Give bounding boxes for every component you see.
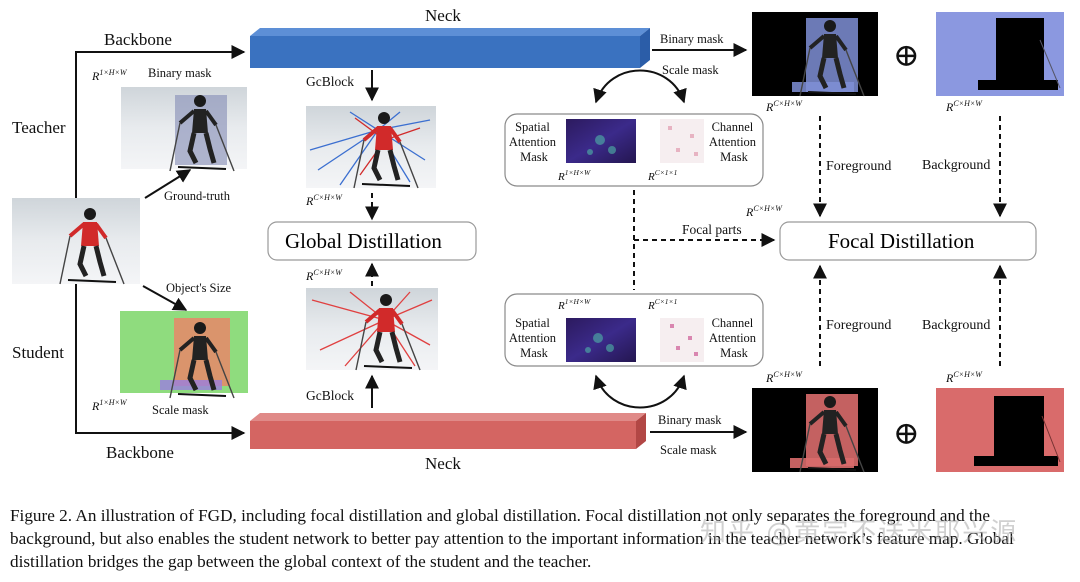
ground-truth-arrow [144, 169, 192, 199]
objects-size-arrow [142, 285, 188, 311]
teacher-attention-box [504, 113, 764, 187]
teacher-out-scale-label: Scale mask [662, 63, 719, 77]
student-channel-line-1: Channel [712, 316, 754, 330]
teacher-neck-label: Neck [425, 6, 461, 25]
teacher-foreground-label: Foreground [826, 159, 891, 174]
student-neck-block [250, 413, 646, 449]
teacher-binary-mask-image [121, 87, 247, 171]
student-attention-box [504, 293, 764, 367]
student-mask-dim: R1×H×W [91, 398, 128, 413]
student-out-binary-label: Binary mask [658, 413, 722, 427]
student-bg-dim: RC×H×W [945, 370, 983, 385]
figure-caption: Figure 2. An illustration of FGD, includ… [10, 506, 1014, 571]
teacher-spatial-line-3: Mask [520, 150, 549, 164]
student-background-label: Background [922, 318, 990, 333]
teacher-backbone-label: Backbone [104, 30, 172, 49]
global-distillation-title: Global Distillation [285, 229, 442, 253]
student-channel-line-3: Mask [720, 346, 749, 360]
student-spatial-attention-label: Spatial Attention Mask [509, 316, 559, 360]
student-channel-line-2: Attention [709, 331, 757, 345]
student-spatial-line-3: Mask [520, 346, 549, 360]
student-spatial-line-1: Spatial [515, 316, 550, 330]
teacher-bg-dim: RC×H×W [945, 99, 983, 114]
teacher-background-label: Background [922, 158, 990, 173]
objects-size-label: Object's Size [166, 281, 232, 295]
student-foreground-mask [752, 388, 878, 472]
student-fg-dim: RC×H×W [765, 370, 803, 385]
teacher-gcblock-label: GcBlock [306, 74, 354, 89]
teacher-label: Teacher [12, 118, 66, 137]
student-gcblock-image [306, 288, 438, 370]
student-foreground-label: Foreground [826, 318, 891, 333]
teacher-channel-attention-label: Channel Attention Mask [709, 120, 759, 164]
student-channel-dim: RC×1×1 [647, 297, 677, 312]
student-neck-label: Neck [425, 454, 461, 473]
input-image [12, 198, 140, 284]
student-backbone-arrow [75, 284, 246, 440]
student-background-mask [936, 388, 1064, 472]
student-out-scale-label: Scale mask [660, 443, 717, 457]
ground-truth-label: Ground-truth [164, 189, 231, 203]
fgd-diagram: Neck Neck Backbone Backbone Teacher Stud… [12, 6, 1064, 500]
teacher-channel-line-3: Mask [720, 150, 749, 164]
teacher-spatial-attention-label: Spatial Attention Mask [509, 120, 559, 164]
global-distillation-box: Global Distillation [267, 221, 477, 261]
teacher-fg-dim: RC×H×W [765, 99, 803, 114]
teacher-channel-line-2: Attention [709, 135, 757, 149]
teacher-gcblock-dim: RC×H×W [305, 193, 343, 208]
teacher-gcblock-image [306, 106, 436, 188]
student-gcblock-label: GcBlock [306, 388, 354, 403]
focal-distillation-box: Focal Distillation [779, 221, 1037, 261]
student-spatial-dim: R1×H×W [557, 297, 591, 312]
student-attention-curve-arrow [593, 374, 687, 409]
student-spatial-line-2: Attention [509, 331, 557, 345]
student-channel-attention-label: Channel Attention Mask [709, 316, 759, 360]
teacher-spatial-line-1: Spatial [515, 120, 550, 134]
teacher-binary-mask-label: Binary mask [148, 66, 212, 80]
focal-input-dim: RC×H×W [745, 204, 783, 219]
teacher-neck-block [250, 28, 650, 68]
focal-distillation-title: Focal Distillation [828, 229, 975, 253]
teacher-attention-curve-arrow [593, 69, 687, 104]
focal-parts-label: Focal parts [682, 222, 742, 237]
teacher-foreground-mask [752, 12, 878, 96]
teacher-out-binary-label: Binary mask [660, 32, 724, 46]
teacher-oplus: ⊕ [893, 37, 920, 73]
student-scale-mask-label: Scale mask [152, 403, 209, 417]
student-scale-mask-image [120, 311, 248, 398]
student-gcblock-dim: RC×H×W [305, 268, 343, 283]
student-oplus: ⊕ [893, 415, 920, 451]
teacher-channel-dim: RC×1×1 [647, 168, 677, 183]
teacher-spatial-line-2: Attention [509, 135, 557, 149]
student-label: Student [12, 343, 64, 362]
teacher-backbone-arrow [75, 45, 246, 198]
teacher-channel-line-1: Channel [712, 120, 754, 134]
student-backbone-label: Backbone [106, 443, 174, 462]
teacher-background-mask [936, 12, 1064, 96]
teacher-mask-dim: R1×H×W [91, 68, 128, 83]
teacher-spatial-dim: R1×H×W [557, 168, 591, 183]
